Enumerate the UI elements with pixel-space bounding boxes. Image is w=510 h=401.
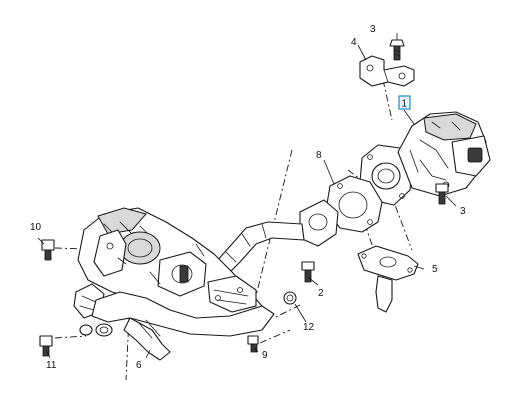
seal-ring-part-12 (283, 291, 297, 305)
callout-labels: 1 2 3 3 4 5 6 8 9 10 11 12 (30, 24, 466, 371)
gasket-tube-part-5 (357, 245, 419, 313)
egr-valve-part (359, 111, 491, 206)
egr-cooler-assembly (73, 207, 275, 361)
bolt-10 (41, 239, 55, 261)
bolt-2 (301, 261, 315, 283)
callout-5: 5 (432, 264, 438, 275)
callout-12: 12 (303, 322, 315, 333)
bolt-11 (39, 335, 53, 357)
bolt-3-lower (435, 183, 449, 205)
callout-6: 6 (136, 360, 142, 371)
leader-lines (37, 33, 457, 359)
callout-8: 8 (316, 150, 322, 161)
callout-2: 2 (318, 288, 324, 299)
callout-3-lower: 3 (460, 206, 466, 217)
bolt-3-upper (389, 39, 405, 61)
bolt-9 (247, 335, 259, 353)
callout-11: 11 (46, 360, 57, 371)
callout-9: 9 (262, 350, 268, 361)
callout-4: 4 (351, 37, 357, 48)
callout-1: 1 (402, 99, 408, 110)
callout-1-box (398, 95, 411, 110)
bracket-part (359, 55, 415, 87)
callout-10: 10 (30, 222, 42, 233)
callout-3-upper: 3 (370, 24, 376, 35)
